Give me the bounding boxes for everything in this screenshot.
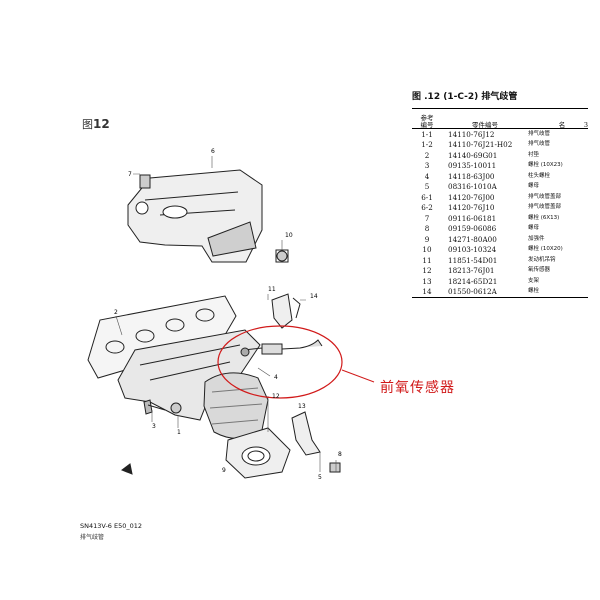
ref-cell: 14: [422, 287, 432, 297]
table-row: 10 09103-10324 螺栓 (10X20): [412, 245, 588, 256]
name-cell: 衬垫: [528, 151, 540, 158]
part-no-cell: 14110-76J12: [448, 129, 495, 139]
name-cell: 排气歧管盖部: [528, 204, 562, 210]
part-no-cell: 14120-76J00: [448, 192, 495, 202]
callout-label: 10: [285, 232, 293, 239]
table-row: 14 01550-0612A 螺栓: [412, 287, 588, 298]
sensor-highlight-ellipse: [217, 325, 343, 399]
table-row: 12 18213-76J01 氧传感器: [412, 266, 588, 277]
ref-cell: 6-1: [421, 192, 433, 202]
ref-cell: 6-2: [421, 203, 433, 213]
ref-cell: 8: [424, 224, 430, 234]
callout-label: 8: [338, 451, 342, 458]
front-oxygen-sensor-label: 前氧传感器: [380, 380, 455, 396]
table-row: 5 08316-1010A 螺母: [412, 182, 588, 193]
table-header-row: 参考 编号 零件编号 名 3: [412, 108, 588, 129]
callout-label: 5: [318, 474, 322, 481]
part-no-cell: 14110-76J21-H02: [448, 140, 513, 150]
table-row: 9 14271-80A00 加强件: [412, 234, 588, 245]
ref-cell: 2: [424, 150, 430, 160]
callout-label: 6: [211, 148, 215, 155]
figure-label: 图12: [82, 117, 110, 131]
table-row: 6-1 14120-76J00 排气歧管盖部: [412, 192, 588, 203]
table-row: 1-2 14110-76J21-H02 排气歧管: [412, 140, 588, 151]
callout-label: 7: [128, 171, 132, 178]
part-no-cell: 14140-69G01: [448, 150, 498, 160]
part-no-cell: 08316-1010A: [448, 182, 497, 192]
part-no-cell: 14118-63J00: [448, 171, 495, 181]
name-cell: 发动机吊钩: [528, 256, 556, 263]
table-row: 7 09116-06181 螺栓 (6X13): [412, 213, 588, 224]
table-title: 图 .12 (1-C-2) 排气歧管: [412, 92, 518, 102]
name-cell: 螺栓: [528, 288, 540, 294]
annotation-leader: [341, 369, 375, 383]
part-no-cell: 11851-54D01: [448, 255, 498, 265]
part-no-cell: 01550-0612A: [448, 287, 497, 297]
ref-cell: 9: [424, 234, 430, 244]
ref-cell: 5: [424, 182, 430, 192]
name-cell: 加强件: [528, 235, 545, 242]
part-no-cell: 09103-10324: [448, 245, 497, 255]
part-no-cell: 14120-76J10: [448, 203, 495, 213]
ref-cell: 10: [422, 245, 432, 255]
part-no-cell: 09135-10011: [448, 161, 497, 171]
name-cell: 排气歧管: [528, 141, 551, 147]
name-cell: 氧传感器: [528, 267, 551, 273]
callout-label: 12: [272, 393, 280, 400]
part-no-cell: 09159-06086: [448, 224, 497, 234]
footer-code: SN413V-6 E50_012: [80, 522, 143, 530]
part-no-cell: 18213-76J01: [448, 266, 495, 276]
callout-label: 4: [274, 374, 278, 381]
ref-cell: 12: [422, 266, 432, 276]
table-row: 3 09135-10011 螺栓 (10X23): [412, 161, 588, 172]
part-no-cell: 18214-65D21: [448, 276, 498, 286]
name-cell: 支架: [528, 277, 540, 284]
ref-cell: 1-1: [421, 129, 433, 139]
table-row: 2 14140-69G01 衬垫: [412, 150, 588, 161]
part-no-cell: 09116-06181: [448, 213, 497, 223]
table-row: 13 18214-65D21 支架: [412, 276, 588, 287]
table-row: 6-2 14120-76J10 排气歧管盖部: [412, 203, 588, 214]
ref-cell: 4: [424, 171, 430, 181]
callout-label: 9: [222, 467, 226, 474]
ref-header: 参考 编号: [420, 114, 434, 129]
ref-cell: 3: [424, 161, 430, 171]
table-row: 4 14118-63J00 柱头螺栓: [412, 171, 588, 182]
name-cell: 排气歧管: [528, 130, 551, 137]
ref-cell: 13: [422, 276, 432, 286]
ref-cell: 11: [422, 255, 432, 265]
name-cell: 螺栓 (10X20): [528, 246, 563, 252]
callout-label: 11: [268, 286, 276, 293]
callout-label: 1: [177, 429, 181, 436]
name-cell: 螺栓 (10X23): [528, 162, 563, 168]
name-cell: 螺母: [528, 225, 540, 231]
callout-label: 13: [298, 403, 306, 410]
callout-label: 14: [310, 293, 318, 300]
part-no-cell: 14271-80A00: [448, 234, 497, 244]
gasket: [87, 295, 237, 379]
table-row: 1-1 14110-76J12 排气歧管: [412, 129, 588, 140]
name-cell: 柱头螺栓: [528, 172, 551, 179]
table-row: 8 09159-06086 螺母: [412, 224, 588, 235]
ref-cell: 7: [424, 213, 430, 223]
part-no-header: 零件编号: [472, 120, 498, 129]
callout-label: 2: [114, 309, 118, 316]
name-cell: 排气歧管盖部: [528, 193, 562, 200]
callout-label: 3: [152, 423, 156, 430]
name-cell: 螺母: [528, 183, 540, 189]
name-header: 名 3: [558, 120, 588, 129]
name-cell: 螺栓 (6X13): [528, 214, 560, 221]
ref-cell: 1-2: [421, 140, 433, 150]
footer-name: 排气歧管: [80, 534, 105, 541]
table-row: 11 11851-54D01 发动机吊钩: [412, 255, 588, 266]
